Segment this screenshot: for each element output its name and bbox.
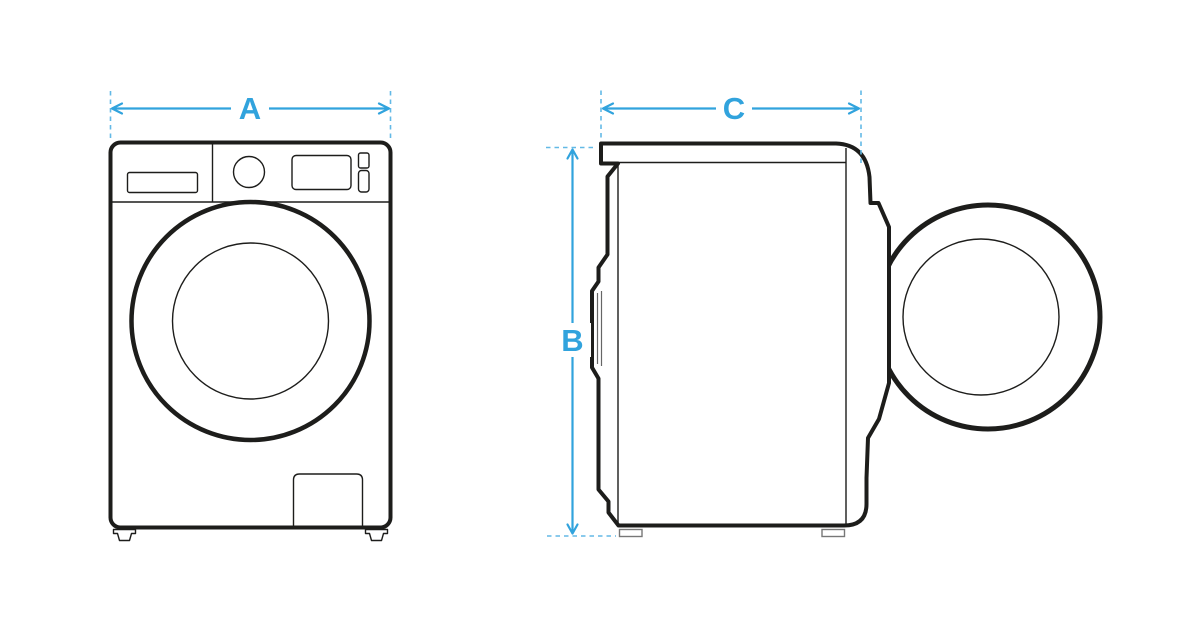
program-knob — [232, 155, 266, 189]
depth-label-gap — [716, 93, 752, 121]
front-view: A — [108, 91, 393, 542]
dimension-depth: C — [600, 90, 862, 164]
side-cabinet-outline — [590, 141, 891, 528]
panel-button-bottom — [357, 169, 370, 193]
side-left-foot — [618, 528, 643, 538]
dimension-height: B — [546, 146, 616, 537]
width-label-gap — [231, 93, 269, 121]
front-cabinet-outline — [108, 140, 393, 530]
display-panel — [291, 154, 352, 191]
panel-button-top — [357, 152, 370, 169]
depth-arrowhead-right — [847, 102, 861, 115]
detergent-drawer — [126, 171, 199, 194]
door-glass — [171, 242, 330, 400]
dimension-width: A — [109, 91, 392, 138]
width-label: A — [239, 91, 261, 126]
door-outer-ring — [129, 199, 372, 443]
front-right-foot — [364, 528, 389, 542]
service-flap — [292, 473, 364, 528]
height-label: B — [561, 323, 583, 358]
front-left-foot — [112, 528, 137, 542]
depth-label: C — [723, 91, 745, 126]
height-label-gap — [554, 323, 591, 357]
width-arrowhead-left — [110, 102, 124, 115]
width-arrowhead-right — [377, 102, 391, 115]
height-arrowhead-bottom — [566, 523, 579, 535]
side-right-foot — [821, 528, 846, 538]
depth-arrowhead-left — [601, 102, 615, 115]
side-door-outer-ring — [873, 202, 1103, 432]
height-arrowhead-top — [566, 148, 579, 160]
side-door-glass — [902, 238, 1060, 396]
side-view: C B — [546, 90, 1103, 538]
